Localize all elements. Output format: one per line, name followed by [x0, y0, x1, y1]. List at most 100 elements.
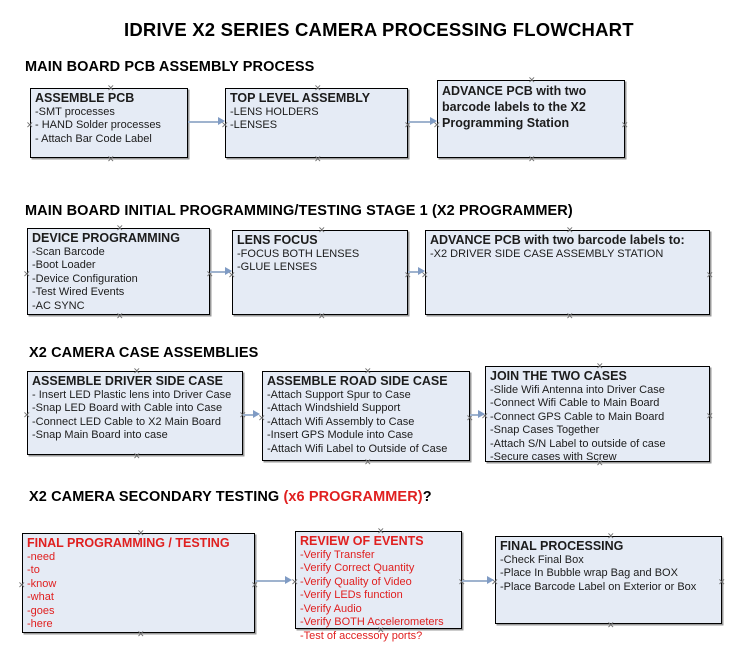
- connection-handle-bottom[interactable]: ✕: [137, 629, 145, 639]
- box-line: -Place In Bubble wrap Bag and BOX: [500, 567, 678, 580]
- connection-handle-top[interactable]: ✕: [528, 75, 536, 85]
- box-line: -Connect LED Cable to X2 Main Board: [32, 415, 221, 428]
- connection-handle-right[interactable]: ✕: [706, 270, 714, 280]
- arrowhead-icon: [487, 576, 494, 584]
- box-title: DEVICE PROGRAMMING: [32, 231, 180, 245]
- connection-handle-top[interactable]: ✕: [314, 83, 322, 93]
- connection-handle-top[interactable]: ✕: [607, 531, 615, 541]
- box-assemble-road-side-case[interactable]: ASSEMBLE ROAD SIDE CASE -Attach Support …: [258, 367, 474, 467]
- connection-handle-left[interactable]: ✕: [26, 120, 34, 130]
- box-title: ASSEMBLE PCB: [35, 91, 135, 105]
- connector-final-programming-to-review: [255, 580, 287, 582]
- box-line: - HAND Solder processes: [35, 119, 161, 132]
- box-title: ASSEMBLE ROAD SIDE CASE: [267, 374, 448, 388]
- box-title: ADVANCE PCB with two barcode labels to t…: [442, 84, 587, 130]
- connection-handle-bottom[interactable]: ✕: [116, 311, 124, 321]
- connection-handle-left[interactable]: ✕: [258, 413, 266, 423]
- arrowhead-icon: [225, 267, 232, 275]
- arrowhead-icon: [478, 410, 485, 418]
- box-line: -to: [27, 564, 40, 577]
- connection-handle-right[interactable]: ✕: [466, 413, 474, 423]
- connection-handle-top[interactable]: ✕: [137, 528, 145, 538]
- box-final-processing[interactable]: FINAL PROCESSING -Check Final Box -Place…: [491, 532, 726, 630]
- box-join-the-two-cases[interactable]: JOIN THE TWO CASES -Slide Wifi Antenna i…: [481, 362, 714, 468]
- box-line: -Snap Cases Together: [490, 424, 600, 437]
- box-line: -need: [27, 550, 56, 563]
- connection-handle-top[interactable]: ✕: [107, 83, 115, 93]
- box-title: FINAL PROCESSING: [500, 539, 624, 553]
- section-heading-x2-camera-case-assemblies: X2 CAMERA CASE ASSEMBLIES: [29, 345, 258, 361]
- connection-handle-left[interactable]: ✕: [421, 270, 429, 280]
- arrowhead-icon: [418, 267, 425, 275]
- connection-handle-left[interactable]: ✕: [291, 577, 299, 587]
- box-assemble-pcb[interactable]: ASSEMBLE PCB -SMT processes - HAND Solde…: [26, 84, 188, 164]
- connection-handle-right[interactable]: ✕: [718, 577, 726, 587]
- connection-handle-bottom[interactable]: ✕: [364, 457, 372, 467]
- box-line: -here: [27, 618, 53, 631]
- connection-handle-top[interactable]: ✕: [596, 361, 604, 371]
- connection-handle-top[interactable]: ✕: [133, 366, 141, 376]
- connection-handle-bottom[interactable]: ✕: [314, 154, 322, 164]
- box-line-overflow: -Test of accessory ports?: [300, 630, 423, 643]
- connection-handle-bottom[interactable]: ✕: [133, 451, 141, 461]
- box-line: -GLUE LENSES: [237, 261, 318, 274]
- box-advance-pcb-driver-side-case[interactable]: ADVANCE PCB with two barcode labels to: …: [421, 226, 714, 321]
- connector-lens-focus-to-advance-pcb-2: [408, 271, 420, 273]
- connection-handle-top[interactable]: ✕: [566, 225, 574, 235]
- box-review-of-events[interactable]: REVIEW OF EVENTS -Verify Transfer -Verif…: [291, 527, 466, 643]
- box-line: -Verify BOTH Accelerometers: [300, 616, 444, 629]
- box-line: -goes: [27, 604, 55, 617]
- connection-handle-bottom[interactable]: ✕: [596, 458, 604, 468]
- section-heading-text: X2 CAMERA CASE ASSEMBLIES: [29, 345, 259, 361]
- connection-handle-right[interactable]: ✕: [404, 270, 412, 280]
- connection-handle-right[interactable]: ✕: [239, 411, 247, 420]
- connection-handle-left[interactable]: ✕: [491, 577, 499, 587]
- connection-handle-top[interactable]: ✕: [116, 223, 124, 233]
- box-assemble-driver-side-case[interactable]: ASSEMBLE DRIVER SIDE CASE - Insert LED P…: [23, 367, 247, 461]
- connection-handle-top[interactable]: ✕: [364, 366, 372, 376]
- connection-handle-bottom[interactable]: ✕: [377, 625, 385, 635]
- connection-handle-left[interactable]: ✕: [23, 269, 31, 279]
- connection-handle-right[interactable]: ✕: [458, 577, 466, 587]
- connection-handle-right[interactable]: ✕: [206, 269, 214, 279]
- box-title: FINAL PROGRAMMING / TESTING: [27, 536, 230, 550]
- connection-handle-right[interactable]: ✕: [706, 411, 714, 421]
- box-line: - Insert LED Plastic lens into Driver Ca…: [32, 388, 232, 401]
- connection-handle-bottom[interactable]: ✕: [318, 311, 326, 321]
- connection-handle-bottom[interactable]: ✕: [566, 311, 574, 321]
- box-top-level-assembly[interactable]: TOP LEVEL ASSEMBLY -LENS HOLDERS -LENSES…: [221, 84, 412, 164]
- connection-handle-right[interactable]: ✕: [404, 120, 412, 130]
- connection-handle-left[interactable]: ✕: [228, 270, 236, 280]
- connection-handle-left[interactable]: ✕: [23, 410, 31, 420]
- box-final-programming-testing[interactable]: FINAL PROGRAMMING / TESTING -need -to -k…: [18, 529, 259, 639]
- connection-handle-bottom[interactable]: ✕: [607, 620, 615, 630]
- box-line: -Verify Correct Quantity: [300, 562, 415, 575]
- box-line: -what: [27, 591, 54, 604]
- section-heading-x2-camera-secondary-testing: X2 CAMERA SECONDARY TESTING (x6 PROGRAMM…: [29, 489, 432, 505]
- connection-handle-top[interactable]: ✕: [318, 225, 326, 235]
- box-line: -Slide Wifi Antenna into Driver Case: [490, 383, 665, 396]
- connector-assemble-pcb-to-top-level: [188, 121, 220, 123]
- connection-handle-left[interactable]: ✕: [433, 120, 441, 130]
- connection-handle-right[interactable]: ✕: [251, 580, 259, 590]
- section-heading-main-board-pcb-assembly: MAIN BOARD PCB ASSEMBLY PROCESS: [25, 59, 314, 75]
- box-advance-pcb-x2-programming-station[interactable]: ADVANCE PCB with two barcode labels to t…: [433, 76, 629, 164]
- box-lens-focus[interactable]: LENS FOCUS -FOCUS BOTH LENSES -GLUE LENS…: [228, 226, 412, 321]
- connector-driver-case-to-road-case: [243, 414, 255, 416]
- box-device-programming[interactable]: DEVICE PROGRAMMING -Scan Barcode -Boot L…: [23, 224, 214, 321]
- box-line: -Test Wired Events: [32, 286, 125, 299]
- box-title: ADVANCE PCB with two barcode labels to:: [430, 233, 685, 247]
- box-line: -Verify LEDs function: [300, 589, 403, 602]
- connection-handle-bottom[interactable]: ✕: [107, 154, 115, 164]
- box-line: -Connect Wifi Cable to Main Board: [490, 397, 660, 410]
- connection-handle-right[interactable]: ✕: [621, 120, 629, 130]
- connection-handle-left[interactable]: ✕: [18, 580, 26, 590]
- box-line: -LENSES: [230, 119, 278, 132]
- box-line: -Place Barcode Label on Exterior or Box: [500, 580, 697, 593]
- connection-handle-top[interactable]: ✕: [377, 526, 385, 536]
- connection-handle-left[interactable]: ✕: [221, 120, 229, 130]
- connection-handle-bottom[interactable]: ✕: [528, 154, 536, 164]
- section-heading-accent: (x6 PROGRAMMER): [283, 489, 423, 505]
- box-line: -Snap LED Board with Cable into Case: [32, 402, 223, 415]
